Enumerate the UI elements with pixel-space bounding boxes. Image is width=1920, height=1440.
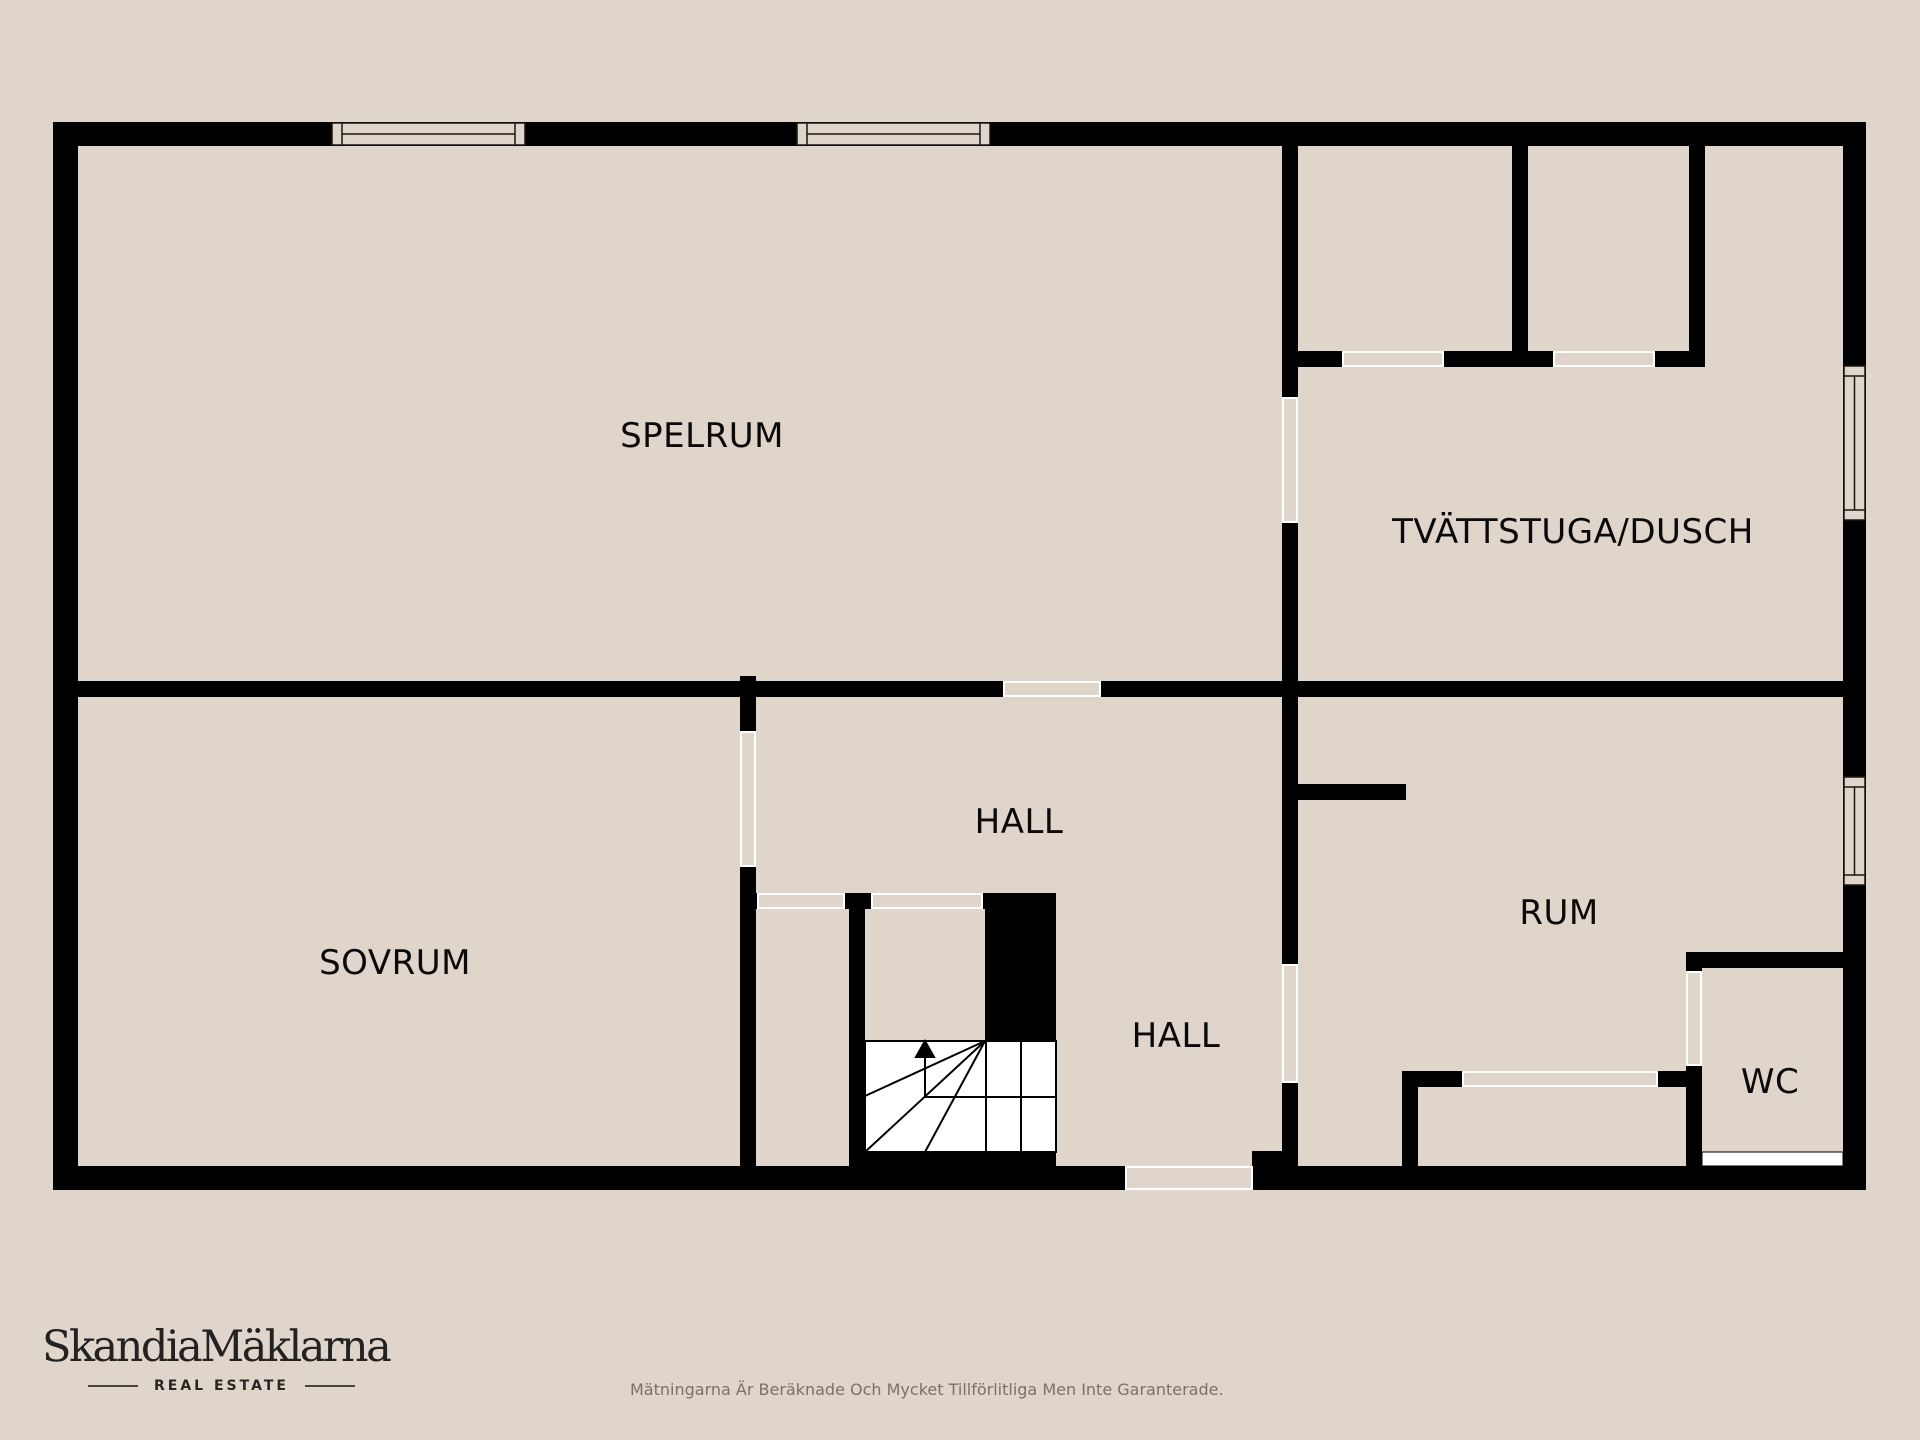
company-name: SkandiaMäklarna xyxy=(42,1322,392,1372)
stair-wall-left xyxy=(849,893,865,1166)
staircase xyxy=(864,1038,1057,1153)
wall-rum-stub xyxy=(1282,784,1406,800)
wall-hall-rum xyxy=(1282,681,1298,1166)
door-stair-right[interactable] xyxy=(871,893,983,909)
door-rum[interactable] xyxy=(1282,964,1298,1083)
outer-wall-left xyxy=(53,122,78,1190)
door-stair-left[interactable] xyxy=(757,893,845,909)
entry-wall-stub xyxy=(1252,1151,1298,1166)
stair-block xyxy=(985,893,1056,1041)
walls xyxy=(53,122,1866,1190)
outer-wall-right xyxy=(1843,122,1866,1190)
door-rum-closet[interactable] xyxy=(1462,1071,1658,1087)
door-front[interactable] xyxy=(1125,1166,1253,1190)
room-label-hall-upper: HALL xyxy=(974,802,1064,842)
window-top-2 xyxy=(796,122,991,146)
stair-base xyxy=(849,1152,1056,1166)
room-label-tvattstuga-dusch: TVÄTTSTUGA/DUSCH xyxy=(1392,512,1754,552)
door-closet-2[interactable] xyxy=(1553,351,1655,367)
room-label-spelrum: SPELRUM xyxy=(620,416,784,456)
divider xyxy=(88,1385,138,1387)
door-closet-1[interactable] xyxy=(1342,351,1444,367)
doors xyxy=(740,351,1702,1190)
door-wc[interactable] xyxy=(1686,971,1702,1066)
measurement-disclaimer: Mätningarna Är Beräknade Och Mycket Till… xyxy=(630,1380,1224,1399)
window-right-2 xyxy=(1843,776,1866,886)
stair-up-arrow-icon xyxy=(914,1038,936,1058)
outer-wall-bottom xyxy=(53,1166,1866,1190)
middle-wall xyxy=(53,681,1866,697)
company-tagline: REAL ESTATE xyxy=(154,1378,289,1394)
logo-tagline-row: REAL ESTATE xyxy=(42,1378,412,1394)
room-label-rum: RUM xyxy=(1519,893,1599,933)
wc-top-wall xyxy=(1686,952,1846,968)
company-logo: SkandiaMäklarna REAL ESTATE xyxy=(42,1322,412,1394)
divider xyxy=(304,1385,355,1387)
door-sovrum[interactable] xyxy=(740,731,756,867)
closet-wall-mid xyxy=(1512,122,1528,367)
room-label-wc: WC xyxy=(1740,1062,1800,1102)
door-hall-spelrum[interactable] xyxy=(1003,681,1101,697)
door-tvatt-spelrum[interactable] xyxy=(1282,397,1298,523)
wc-fixture xyxy=(1701,1151,1844,1167)
room-label-hall-lower: HALL xyxy=(1131,1016,1221,1056)
window-top-1 xyxy=(331,122,526,146)
window-right-1 xyxy=(1843,365,1866,521)
room-label-sovrum: SOVRUM xyxy=(319,943,471,983)
windows xyxy=(331,122,1866,886)
closet-wall-right xyxy=(1689,122,1705,367)
rum-closet-left xyxy=(1402,1071,1418,1166)
